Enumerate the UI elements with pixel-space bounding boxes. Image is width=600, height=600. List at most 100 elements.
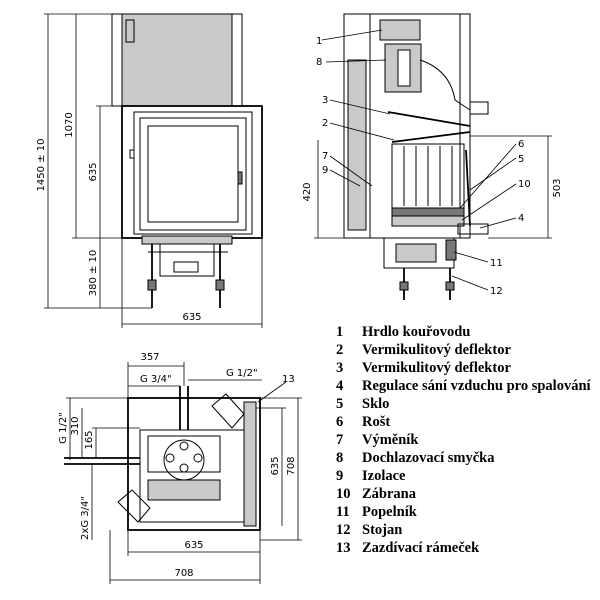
legend-item: 7 Výměník	[336, 431, 598, 449]
legend-number: 5	[336, 396, 344, 412]
side-section-view: 1 8 3 2 7 9 6 5 10 4 11 12 420	[302, 13, 563, 300]
legend-label: Regulace sání vzduchu pro spalování	[362, 378, 591, 394]
dim-635-horizontal: 635	[182, 312, 201, 323]
dim-708-right: 708	[286, 456, 297, 475]
front-frame-mid	[133, 111, 253, 235]
leader	[257, 381, 287, 403]
legend-number: 13	[336, 540, 351, 556]
dim-165: 165	[84, 430, 95, 449]
leader	[329, 99, 391, 115]
leg-adjuster-right	[215, 279, 225, 291]
callout-2: 2	[322, 118, 328, 129]
air-regulation	[457, 223, 489, 235]
dim-g12-top: G 1/2"	[226, 368, 258, 379]
front-view: 1450 ± 10 1070 635 380 ± 10 635	[36, 13, 263, 328]
plan-firebox	[147, 479, 221, 501]
legend-number: 1	[336, 324, 344, 340]
legend-item: 6 Rošt	[336, 413, 598, 431]
legend-item: 10 Zábrana	[336, 485, 598, 503]
legend-label: Popelník	[362, 504, 417, 520]
legend-number: 10	[336, 486, 351, 502]
legend-label: Výměník	[362, 432, 419, 448]
plan-exchanger	[147, 435, 221, 473]
leader	[321, 29, 383, 41]
dim-708-bottom: 708	[174, 568, 193, 579]
side-leg-adjuster	[445, 281, 455, 291]
front-vent	[125, 19, 135, 43]
legend-number: 11	[336, 504, 350, 520]
front-hinge	[129, 149, 135, 159]
legend-item: 5 Sklo	[336, 395, 598, 413]
legend-label: Hrdlo kouřovodu	[362, 324, 471, 340]
leg-adjuster-left	[147, 279, 157, 291]
dim-310: 310	[70, 416, 81, 435]
door-handle	[237, 171, 243, 185]
flue-collar	[379, 19, 421, 41]
ash-pan-handle	[445, 239, 457, 261]
legend-label: Zábrana	[362, 486, 416, 502]
flue-opening	[179, 463, 189, 473]
callout-7: 7	[322, 151, 328, 162]
callout-5: 5	[518, 154, 524, 165]
legend-number: 6	[336, 414, 344, 430]
leader	[329, 169, 361, 187]
barrier	[391, 215, 465, 227]
dim-635-right: 635	[270, 456, 281, 475]
dim-g12-side: G 1/2"	[58, 412, 69, 444]
side-insulation	[347, 59, 367, 231]
flue-collar-plan	[163, 439, 205, 481]
legend-number: 8	[336, 450, 344, 466]
legend-number: 2	[336, 342, 344, 358]
deflector-upper	[387, 111, 471, 127]
leader	[459, 143, 517, 209]
legend-number: 7	[336, 432, 344, 448]
leader	[451, 275, 489, 291]
callout-4: 4	[518, 213, 524, 224]
front-door	[139, 117, 247, 231]
duct-end	[469, 101, 489, 115]
dim-503: 503	[552, 178, 563, 197]
legend-label: Dochlazovací smyčka	[362, 450, 495, 466]
legend-number: 9	[336, 468, 344, 484]
dim-635-vertical: 635	[88, 162, 99, 181]
legend-item: 11 Popelník	[336, 503, 598, 521]
dim-380: 380 ± 10	[88, 250, 99, 297]
plan-body	[139, 429, 245, 523]
legend-label: Vermikulitový deflektor	[362, 360, 511, 376]
legend-label: Sklo	[362, 396, 390, 412]
side-leg-adjuster	[399, 281, 409, 291]
legend-item: 1 Hrdlo kouřovodu	[336, 323, 598, 341]
ash-box-front	[159, 243, 215, 277]
dim-357: 357	[140, 352, 159, 363]
callout-8: 8	[316, 57, 322, 68]
front-plinth	[141, 235, 233, 245]
front-glass	[147, 125, 239, 223]
deflector-lower	[391, 131, 471, 143]
legend-label: Rošt	[362, 414, 391, 430]
cooling-loop-core	[397, 49, 411, 87]
callout-1: 1	[316, 36, 322, 47]
flue-opening	[165, 453, 175, 463]
callout-6: 6	[518, 139, 524, 150]
dim-635-bottom: 635	[184, 540, 203, 551]
leader	[479, 217, 517, 229]
callout-12: 12	[490, 286, 503, 297]
ash-drawer	[173, 261, 199, 273]
plan-view: 357 G 3/4" G 1/2" 13 G 1/2" 310 165 2xG …	[58, 352, 302, 584]
dim-g34-top: G 3/4"	[140, 374, 172, 385]
callout-13: 13	[282, 374, 295, 385]
leader	[325, 59, 387, 63]
legend-label: Stojan	[362, 522, 403, 538]
legend-item: 8 Dochlazovací smyčka	[336, 449, 598, 467]
front-upper-panel	[121, 13, 233, 107]
legend-label: Izolace	[362, 468, 406, 484]
dim-1450: 1450 ± 10	[36, 139, 47, 192]
callout-10: 10	[518, 179, 531, 190]
glass	[465, 149, 471, 227]
